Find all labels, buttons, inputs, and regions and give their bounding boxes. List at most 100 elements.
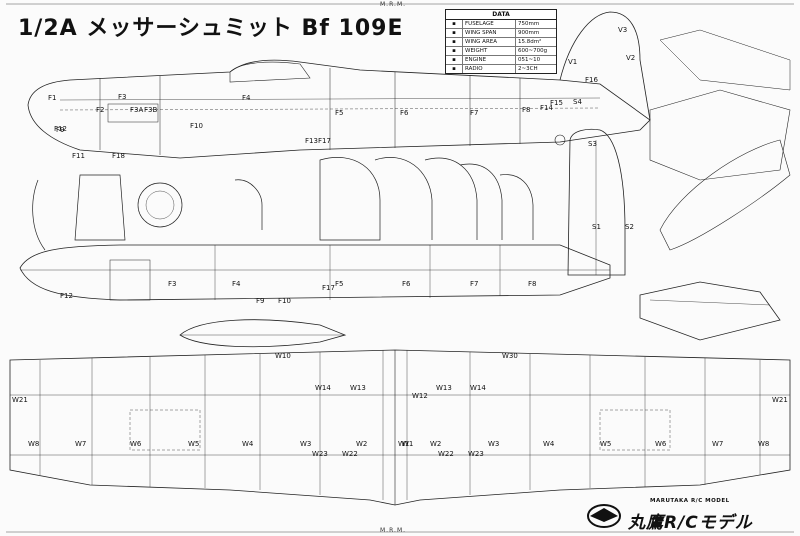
- part-label: F6: [402, 280, 411, 288]
- part-label: S4: [573, 98, 582, 106]
- part-label: F10: [278, 297, 291, 305]
- part-label: F11: [72, 152, 85, 160]
- part-label: F12: [54, 125, 67, 133]
- part-label: W3: [488, 440, 499, 448]
- part-label: F13: [305, 137, 318, 145]
- part-label: F8: [522, 106, 530, 114]
- part-label: W14: [315, 384, 331, 392]
- part-label: F5: [335, 109, 343, 117]
- data-value: 051~10: [518, 57, 541, 63]
- part-label: F10: [190, 122, 203, 130]
- part-label: W6: [130, 440, 142, 448]
- part-label: W23: [468, 450, 484, 458]
- construction-sketch: [649, 29, 791, 251]
- fuselage-top-view: [19, 244, 611, 301]
- data-value: 900mm: [518, 30, 540, 36]
- part-label: W12: [412, 392, 428, 400]
- part-label: F3: [118, 93, 126, 101]
- part-label: W4: [543, 440, 555, 448]
- part-label: S1: [592, 223, 601, 231]
- part-label: W7: [712, 440, 723, 448]
- data-value: 2~3CH: [518, 66, 538, 72]
- fuselage-side-view: [27, 11, 651, 159]
- data-name: FUSELAGE: [463, 20, 516, 28]
- part-label: F4: [232, 280, 241, 288]
- part-label: F9: [256, 297, 264, 305]
- data-table-header: DATA: [446, 10, 556, 20]
- part-label: W21: [12, 396, 28, 404]
- part-label: F3: [168, 280, 176, 288]
- brand-name-jp: 丸鷹R/Cモデル: [628, 513, 753, 533]
- part-label: F7: [470, 109, 478, 117]
- part-label: W23: [312, 450, 328, 458]
- part-label: W8: [758, 440, 769, 448]
- part-label: F2: [96, 106, 104, 114]
- part-label: F6: [400, 109, 409, 117]
- data-name: RADIO: [463, 65, 516, 73]
- former-templates: [32, 157, 534, 251]
- data-name: WING AREA: [463, 38, 516, 46]
- data-value: 750mm: [518, 21, 540, 27]
- part-label: W1: [398, 440, 409, 448]
- part-label: F3A: [130, 106, 143, 114]
- rudder-fin: [567, 128, 626, 276]
- data-value: 15.8dm²: [518, 39, 542, 45]
- part-label: W30: [502, 352, 518, 360]
- data-value: 600~700g: [518, 48, 548, 54]
- part-label: F14: [540, 104, 553, 112]
- part-label: F1: [48, 94, 56, 102]
- data-name: WEIGHT: [463, 47, 516, 55]
- part-label: W13: [436, 384, 452, 392]
- part-label: W7: [75, 440, 86, 448]
- part-label: F4: [242, 94, 251, 102]
- part-label: F8: [528, 280, 536, 288]
- part-label: V1: [568, 58, 577, 66]
- part-label: W21: [772, 396, 788, 404]
- data-name: WING SPAN: [463, 29, 516, 37]
- part-label: W4: [242, 440, 254, 448]
- part-label: W6: [655, 440, 667, 448]
- part-label: F12: [60, 292, 73, 300]
- page-title: 1/2A メッサーシュミット Bf 109E: [18, 16, 404, 41]
- data-name: ENGINE: [463, 56, 516, 64]
- part-label: F17: [322, 284, 335, 292]
- part-label: W1: [402, 440, 413, 448]
- part-label: W22: [438, 450, 454, 458]
- part-labels: F1 F2 F3 F3A F3B F4 F5 F6 F7 F8 F9 F10 F…: [12, 26, 788, 458]
- part-label: S2: [625, 223, 634, 231]
- eagle-logo-icon: [587, 504, 621, 528]
- part-label: F3B: [144, 106, 157, 114]
- part-label: S3: [588, 140, 597, 148]
- part-label: F15: [550, 99, 563, 107]
- part-label: W2: [356, 440, 367, 448]
- part-label: W5: [600, 440, 611, 448]
- part-label: W22: [342, 450, 358, 458]
- part-label: W3: [300, 440, 311, 448]
- part-label: F9: [56, 126, 64, 134]
- stabilizer-plan: [639, 281, 781, 341]
- part-label: W14: [470, 384, 486, 392]
- part-label: W13: [350, 384, 366, 392]
- part-label: F16: [585, 76, 598, 84]
- part-label: V3: [618, 26, 627, 34]
- wing-rib-section: [179, 319, 347, 348]
- part-label: W10: [275, 352, 291, 360]
- mrm-label-top: M.R.M.: [380, 1, 407, 8]
- part-label: F17: [318, 137, 331, 145]
- mrm-label-bottom: M.R.M.: [380, 527, 407, 534]
- brand-name-en: MARUTAKA R/C MODEL: [650, 498, 730, 504]
- part-label: F18: [112, 152, 125, 160]
- part-label: V2: [626, 54, 635, 62]
- part-label: F7: [470, 280, 478, 288]
- part-label: W2: [430, 440, 441, 448]
- part-label: F5: [335, 280, 343, 288]
- part-label: W5: [188, 440, 199, 448]
